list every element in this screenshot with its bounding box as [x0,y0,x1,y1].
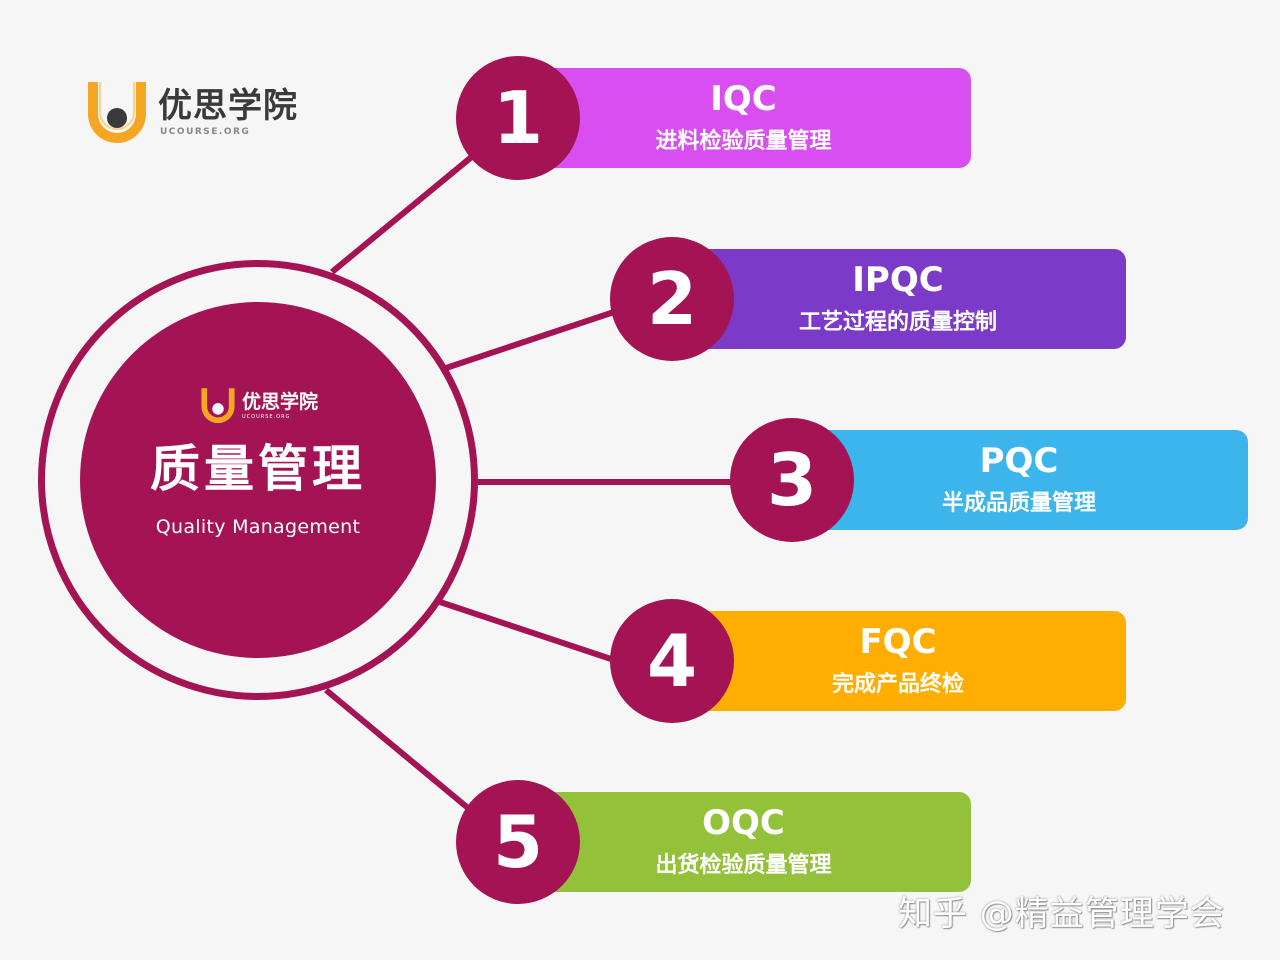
item-card: IQC 进料检验质量管理 [516,68,971,168]
item-code: FQC [859,622,937,663]
item-desc: 半成品质量管理 [941,490,1096,516]
item-number: 4 [610,599,734,723]
logo-name: 优思学院 [158,86,298,126]
item-card: PQC 半成品质量管理 [790,430,1248,530]
logo-sub: UCOURSE.ORG [160,127,251,137]
item-desc: 完成产品终检 [831,671,964,697]
ucourse-logo-icon [201,388,235,424]
brand-logo: 优思学院 UCOURSE.ORG [82,78,298,148]
center-disk: 优思学院 UCOURSE.ORG 质量管理 Quality Management [80,302,436,658]
item-desc: 出货检验质量管理 [655,852,832,878]
item-code: IQC [710,79,777,120]
item-card: IPQC 工艺过程的质量控制 [670,249,1126,349]
item-number: 5 [456,780,580,904]
item-number: 1 [456,56,580,180]
item-number: 3 [730,418,854,542]
center-outer-ring [38,260,478,700]
center-subtitle: Quality Management [155,516,361,538]
item-code: IPQC [852,260,944,301]
center-brand: 优思学院 UCOURSE.ORG [198,386,318,426]
item-code: PQC [979,441,1059,482]
item-desc: 进料检验质量管理 [655,128,832,154]
center-brand-name: 优思学院 [241,390,318,413]
center-brand-sub: UCOURSE.ORG [241,413,291,420]
center-title: 质量管理 [150,440,366,498]
item-desc: 工艺过程的质量控制 [798,309,997,335]
item-number: 2 [610,237,734,361]
item-card: OQC 出货检验质量管理 [516,792,971,892]
ucourse-logo-icon [88,82,146,143]
item-code: OQC [702,803,785,844]
footer-watermark: 知乎 @精益管理学会 [898,894,1225,934]
item-card: FQC 完成产品终检 [670,611,1126,711]
